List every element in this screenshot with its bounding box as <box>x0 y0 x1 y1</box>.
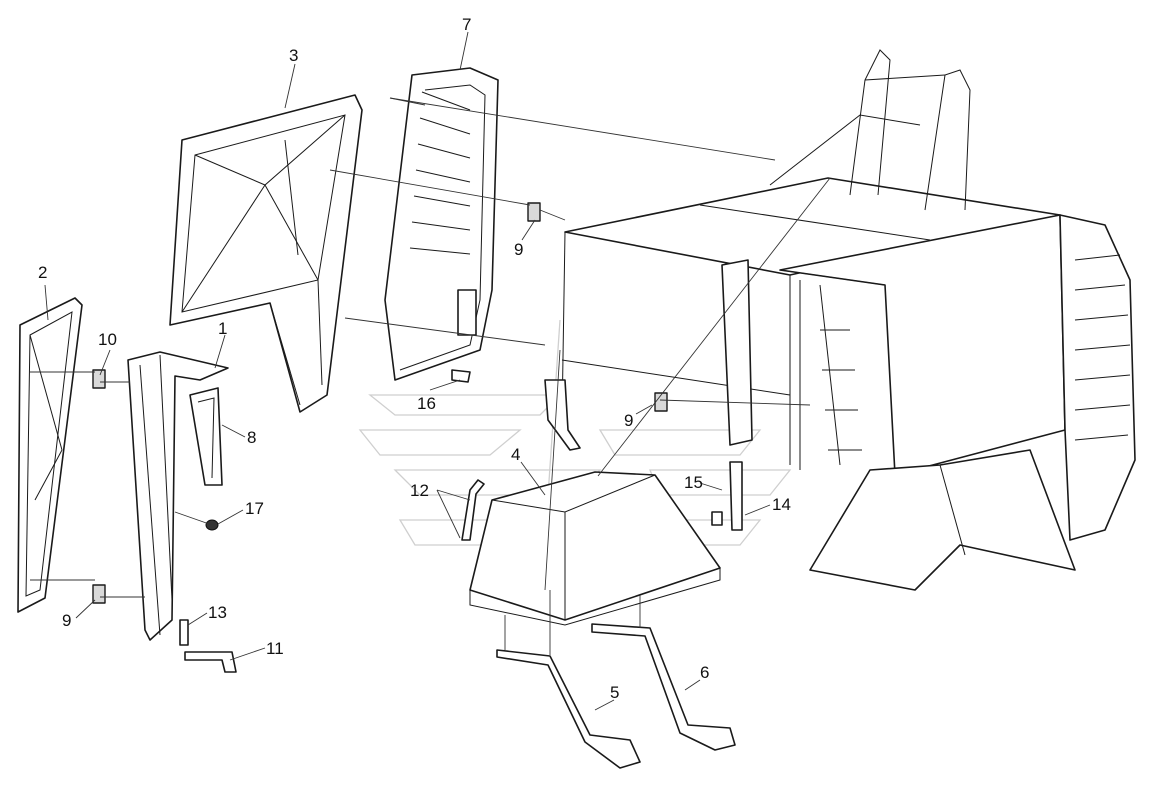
callout-8: 8 <box>247 428 256 447</box>
part-louvered-panel <box>384 67 499 381</box>
part-vertical-post <box>127 351 229 641</box>
callout-14: 14 <box>772 495 791 514</box>
callout-2: 2 <box>38 263 47 282</box>
callout-6: 6 <box>700 663 709 682</box>
callout-leaders <box>44 31 771 711</box>
callout-9c: 9 <box>62 611 71 630</box>
callout-10: 10 <box>98 330 117 349</box>
callout-4: 4 <box>511 445 520 464</box>
callout-9a: 9 <box>514 240 523 259</box>
part-cab-frame <box>544 49 1136 591</box>
explosion-lines <box>30 97 831 655</box>
callout-16: 16 <box>417 394 436 413</box>
callout-11: 11 <box>266 639 284 658</box>
callout-12: 12 <box>410 481 429 500</box>
callout-15: 15 <box>684 473 703 492</box>
callout-5: 5 <box>610 683 619 702</box>
part-hinges <box>92 202 668 604</box>
callout-labels: 1 2 3 4 5 6 7 8 9 9 9 10 11 12 13 14 15 … <box>38 15 791 702</box>
callout-3: 3 <box>289 46 298 65</box>
callout-7: 7 <box>462 15 471 34</box>
part-frame-panel <box>169 94 363 413</box>
callout-17: 17 <box>245 499 264 518</box>
part-support-brackets <box>496 623 736 769</box>
part-hood-cover <box>469 471 721 626</box>
part-bracket <box>189 387 223 486</box>
part-brackets-right <box>711 461 743 531</box>
callout-13: 13 <box>208 603 227 622</box>
part-small-brackets <box>179 619 237 673</box>
callout-9b: 9 <box>624 411 633 430</box>
part-handle <box>461 479 485 541</box>
part-door-panel <box>17 297 83 613</box>
part-clip <box>451 369 471 383</box>
callout-1: 1 <box>218 319 227 338</box>
